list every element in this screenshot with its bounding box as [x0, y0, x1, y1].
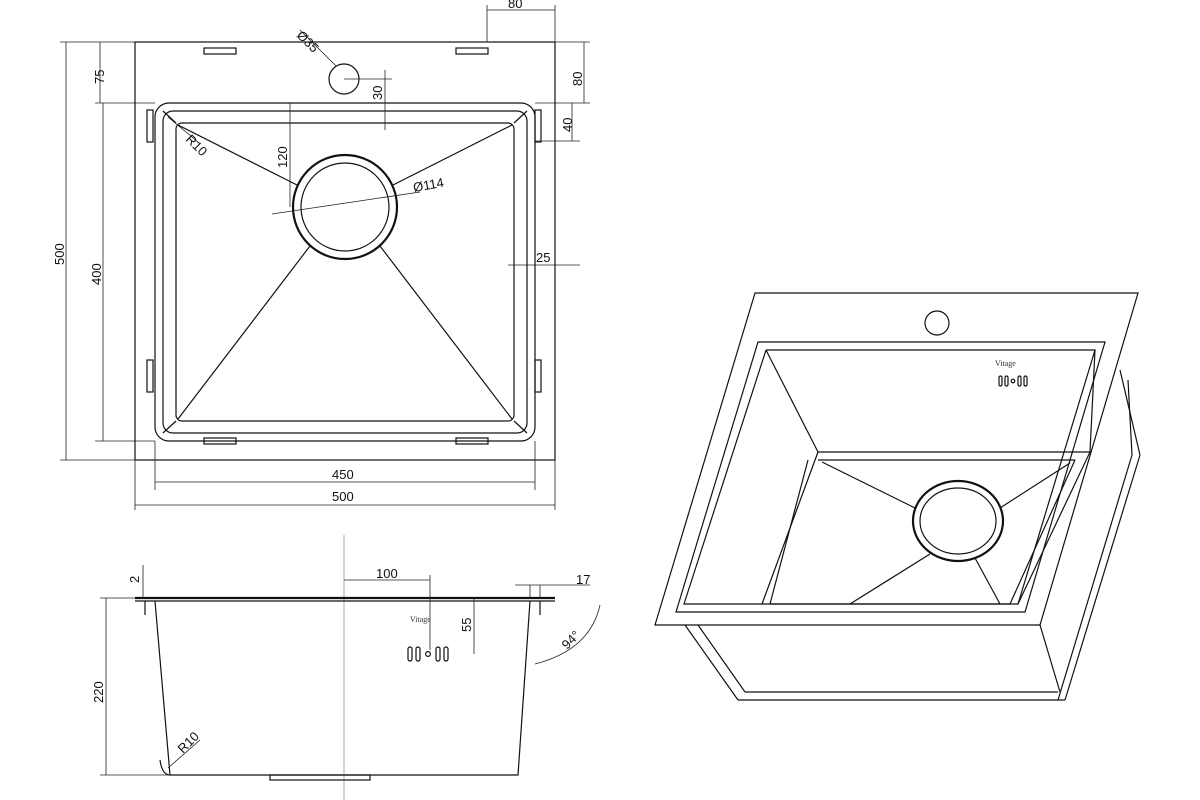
- bowl-rim-outer: [154, 102, 536, 442]
- bowl-bottom: [175, 122, 515, 422]
- mounting-slot: [146, 359, 154, 393]
- iso-drain-outer: [911, 479, 1005, 563]
- bowl-rim-inner: [162, 110, 528, 434]
- dim-25: 25: [536, 250, 550, 265]
- dim-80-top: 80: [508, 0, 522, 11]
- mounting-slot: [534, 359, 542, 393]
- drain-inner: [300, 162, 390, 252]
- sink-outer-outline: [134, 41, 556, 461]
- dim-30: 30: [370, 86, 385, 100]
- dim-2: 2: [127, 576, 142, 583]
- mounting-slot: [534, 109, 542, 143]
- side-view: Vitage 2 100 17 55 94° 220 R10: [91, 535, 601, 800]
- iso-tap-hole: [924, 310, 950, 336]
- dim-220: 220: [91, 681, 106, 703]
- dim-400: 400: [89, 263, 104, 285]
- dim-diameter-114: Ø114: [412, 175, 445, 195]
- dim-75: 75: [92, 70, 107, 84]
- dim-100: 100: [376, 566, 398, 581]
- mounting-slot: [455, 47, 489, 55]
- dim-80-right: 80: [570, 72, 585, 86]
- dim-diameter-35: Ø35: [294, 28, 322, 56]
- dim-40: 40: [560, 118, 575, 132]
- side-brand-logo: Vitage: [410, 615, 431, 624]
- dim-500-horizontal: 500: [332, 489, 354, 504]
- drain-outer: [291, 153, 399, 261]
- dim-120: 120: [275, 146, 290, 168]
- dim-r10-top: R10: [183, 132, 210, 159]
- iso-brand-logo: Vitage: [995, 359, 1016, 368]
- top-view: 80 Ø35 75 30 80 40 R10 120 Ø114 500 400 …: [52, 0, 590, 510]
- dim-55: 55: [459, 618, 474, 632]
- dim-17: 17: [576, 572, 590, 587]
- mounting-slot: [146, 109, 154, 143]
- isometric-view: Vitage: [654, 292, 1141, 701]
- dim-450: 450: [332, 467, 354, 482]
- dim-500-vertical: 500: [52, 243, 67, 265]
- mounting-slot: [203, 47, 237, 55]
- dim-r10-side: R10: [175, 729, 202, 756]
- dim-94-degree: 94°: [559, 628, 584, 653]
